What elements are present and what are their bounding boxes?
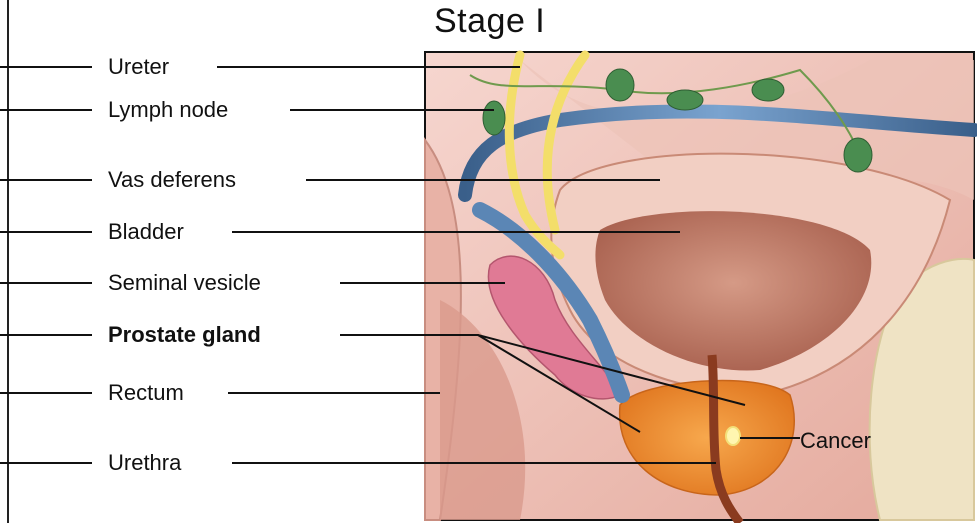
lymph-node-3 (667, 90, 703, 110)
lymph-node-2 (606, 69, 634, 101)
label-bladder: Bladder (108, 219, 184, 245)
cancer-label: Cancer (800, 428, 871, 454)
lymph-node-4 (752, 79, 784, 101)
label-urethra: Urethra (108, 450, 181, 476)
illustration-panel (425, 52, 974, 523)
lymph-node-1 (483, 101, 505, 135)
label-ureter: Ureter (108, 54, 169, 80)
label-seminal-vesicle: Seminal vesicle (108, 270, 261, 296)
label-rectum: Rectum (108, 380, 184, 406)
label-vas-deferens: Vas deferens (108, 167, 236, 193)
label-lymph-node: Lymph node (108, 97, 228, 123)
lymph-node-5 (844, 138, 872, 172)
label-prostate-gland: Prostate gland (108, 322, 261, 348)
cancer-spot (726, 427, 740, 445)
